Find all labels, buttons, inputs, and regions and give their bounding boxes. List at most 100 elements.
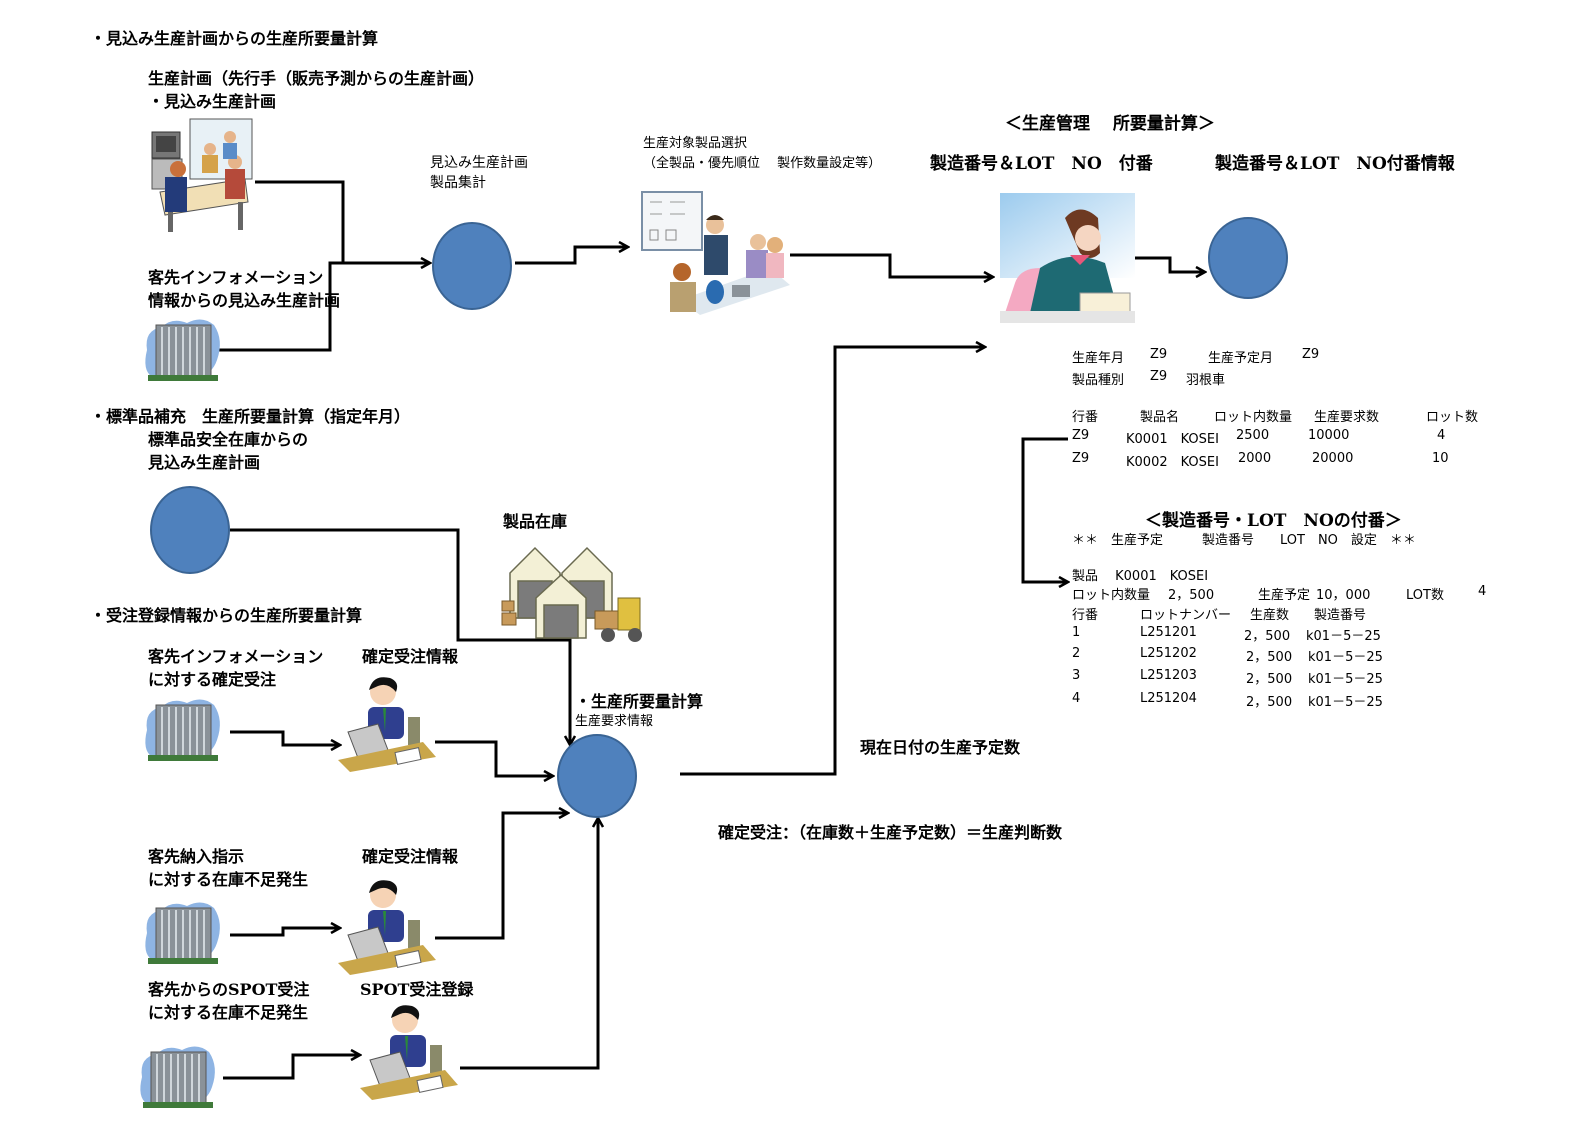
order-c-line2: に対する在庫不足発生 (148, 1003, 309, 1022)
order-a-line1: 客先インフォメーション (148, 647, 324, 666)
formula-label: 確定受注：（在庫数＋生産予定数）＝生産判断数 (718, 823, 1063, 842)
management-header: ＜生産管理 所要量計算＞ (1005, 114, 1215, 134)
meta-year-value: Z9 (1150, 347, 1168, 362)
connector-c-building-to-operator (223, 1055, 360, 1080)
connector-clerk-to-info (1135, 256, 1205, 272)
plan-label-line1: 生産計画（先行手（販売予測からの生産計画） (148, 69, 485, 88)
cell: 10000 (1308, 428, 1350, 443)
node-aggregate (432, 222, 512, 310)
plan-value: 10，000 (1316, 588, 1371, 603)
cell: k01－5－25 (1308, 672, 1383, 687)
col-header: 行番 (1072, 410, 1099, 425)
cell: 2，500 (1246, 672, 1293, 687)
cell: L251201 (1140, 625, 1197, 640)
qty-value: 2，500 (1168, 588, 1215, 603)
lot-count-value: 4 (1478, 584, 1487, 599)
col-header: 生産要求数 (1314, 410, 1380, 425)
cell: 2000 (1238, 451, 1272, 466)
cell: L251204 (1140, 691, 1197, 706)
clerk-writing-illustration-icon (1000, 193, 1135, 323)
meta-year-label: 生産年月 (1072, 351, 1125, 366)
office-building-icon (140, 1046, 215, 1108)
order-c-line1: 客先からのSPOT受注 (148, 980, 310, 999)
cell: 4 (1072, 691, 1081, 706)
meta-type-name: 羽根車 (1186, 373, 1226, 388)
meta-type-label: 製品種別 (1072, 373, 1125, 388)
order-b-line2: に対する在庫不足発生 (148, 870, 309, 889)
section-forecast-title: ・見込み生産計画からの生産所要量計算 (90, 29, 379, 48)
connector-calc-to-management (680, 347, 985, 776)
office-building-icon (145, 902, 220, 964)
cell: 4 (1437, 428, 1446, 443)
connector-a-building-to-operator (230, 730, 340, 745)
pc-operator-illustration-icon (338, 677, 436, 772)
warehouse-illustration-icon (501, 546, 642, 642)
meeting-illustration-icon (151, 118, 253, 232)
col-header: ロット数 (1426, 410, 1479, 425)
plan-label-line2: ・見込み生産計画 (148, 92, 277, 111)
col-header: ロット内数量 (1214, 410, 1293, 425)
connector-standard-to-calc (230, 528, 570, 745)
lot-assign-label: 製造番号＆LOT NO 付番 (930, 154, 1153, 174)
node-standard (150, 486, 230, 574)
connector-aggregate-to-select (515, 247, 628, 265)
cell: 20000 (1312, 451, 1354, 466)
inventory-label: 製品在庫 (503, 512, 568, 531)
connector-b-building-to-operator (230, 928, 340, 937)
cell: L251202 (1140, 646, 1197, 661)
office-building-icon (145, 699, 220, 761)
cell: K0001 KOSEI (1126, 432, 1219, 447)
col-header: 製品名 (1140, 410, 1180, 425)
plan-label: 生産予定 (1258, 588, 1311, 603)
aggregate-label-line1: 見込み生産計画 (430, 155, 528, 171)
lot-product-line: 製品 K0001 KOSEI (1072, 569, 1209, 584)
connector-a-operator-to-calc (435, 740, 553, 776)
presentation-illustration-icon (641, 191, 790, 315)
pc-operator-illustration-icon (360, 1005, 458, 1100)
cell: 2500 (1236, 428, 1270, 443)
order-a-line2: に対する確定受注 (148, 670, 277, 689)
meta-month-value: Z9 (1302, 347, 1320, 362)
calc-subtitle: 生産要求情報 (575, 714, 654, 729)
node-lot-info (1208, 217, 1288, 299)
cell: 1 (1072, 625, 1081, 640)
connector-c-operator-to-calc (460, 818, 598, 1070)
customer-info-line1: 客先インフォメーション (148, 268, 324, 287)
cell: k01－5－25 (1306, 629, 1381, 644)
connector-table-to-lot (1021, 437, 1068, 582)
cell: 2，500 (1246, 650, 1293, 665)
connector-meeting-to-aggregate (255, 180, 430, 263)
aggregate-label-line2: 製品集計 (430, 175, 486, 191)
meta-type-code: Z9 (1150, 369, 1168, 384)
order-b-line1: 客先納入指示 (148, 847, 245, 866)
cell: Z9 (1072, 451, 1090, 466)
calc-title: ・生産所要量計算 (575, 692, 704, 711)
lot-section-subtitle: ＊＊ 生産予定 製造番号 LOT NO 設定 ＊＊ (1072, 533, 1416, 548)
order-a-tag: 確定受注情報 (362, 647, 459, 666)
qty-label: ロット内数量 (1072, 588, 1151, 603)
order-c-tag: SPOT受注登録 (360, 980, 474, 999)
cell: L251203 (1140, 668, 1197, 683)
current-plan-label: 現在日付の生産予定数 (860, 738, 1021, 757)
lot-count-label: LOT数 (1406, 588, 1444, 603)
col-header: 行番 (1072, 608, 1099, 623)
col-header: 生産数 (1250, 608, 1290, 623)
lot-info-label: 製造番号＆LOT NO付番情報 (1215, 154, 1455, 174)
order-b-tag: 確定受注情報 (362, 847, 459, 866)
cell: 2，500 (1246, 695, 1293, 710)
standard-line2: 見込み生産計画 (148, 453, 261, 472)
customer-info-line2: 情報からの見込み生産計画 (148, 291, 341, 310)
cell: 3 (1072, 668, 1081, 683)
standard-line1: 標準品安全在庫からの (148, 430, 309, 449)
meta-month-label: 生産予定月 (1208, 351, 1274, 366)
lot-section-title: ＜製造番号・LOT NOの付番＞ (1145, 511, 1402, 531)
cell: 10 (1432, 451, 1449, 466)
cell: 2 (1072, 646, 1081, 661)
col-header: 製造番号 (1314, 608, 1367, 623)
node-calc (557, 734, 637, 818)
section-orders-title: ・受注登録情報からの生産所要量計算 (90, 606, 363, 625)
cell: k01－5－25 (1308, 650, 1383, 665)
cell: K0002 KOSEI (1126, 455, 1219, 470)
cell: k01－5－25 (1308, 695, 1383, 710)
select-label-line2: （全製品・優先順位 製作数量設定等） (643, 156, 882, 171)
